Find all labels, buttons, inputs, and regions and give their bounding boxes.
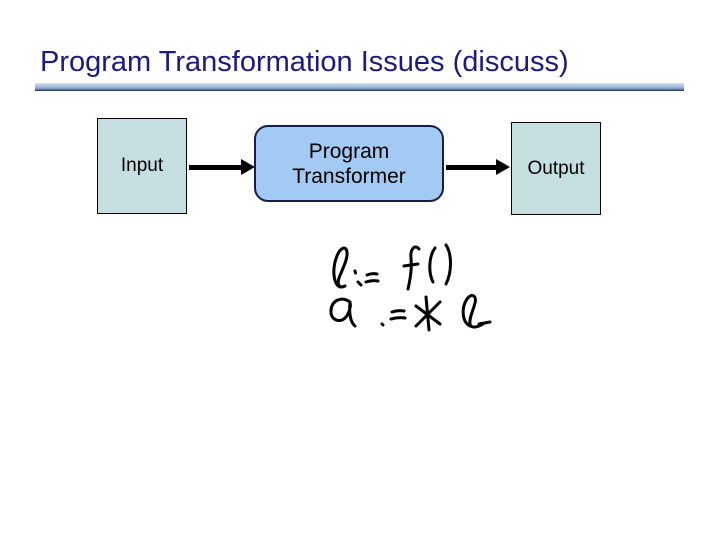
output-box-label: Output — [527, 157, 585, 179]
title-underline — [35, 83, 684, 91]
input-box-label: Input — [120, 155, 164, 176]
handwritten-line-1 — [332, 243, 452, 291]
program-transformer-label: Program Transformer — [292, 139, 406, 188]
arrowhead-icon — [241, 159, 255, 175]
page-title: Program Transformation Issues (discuss) — [40, 46, 569, 78]
handwritten-line-2 — [329, 294, 492, 332]
output-box: Output — [511, 122, 601, 215]
handwritten-code — [329, 243, 492, 332]
input-box: Input — [97, 118, 187, 214]
program-transformer-box: Program Transformer — [254, 125, 444, 202]
arrowhead-icon — [496, 159, 510, 175]
arrow-shaft — [446, 165, 496, 170]
arrow-shaft — [189, 165, 241, 170]
